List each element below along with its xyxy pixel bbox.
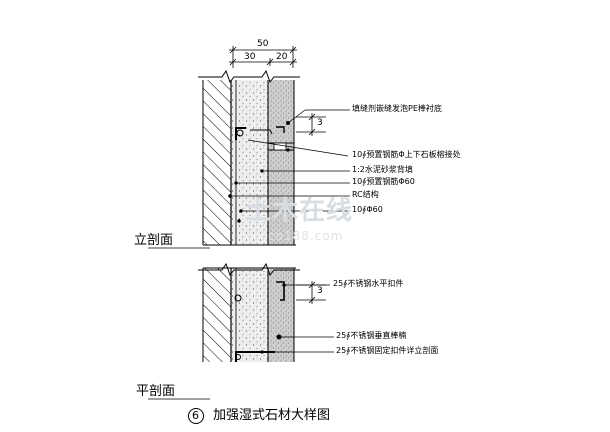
- annotation-vertical-rod: 25∮不锈钢垂直棒楠: [336, 331, 407, 340]
- annotation-horizontal-clip: 25∮不锈钢水平扣件: [333, 279, 404, 288]
- gap-dimension-top: [296, 113, 326, 136]
- rc-structure: [203, 80, 231, 245]
- mortar-fill-plan: [231, 268, 268, 362]
- plan-section: [202, 267, 296, 362]
- annotation-mortar: 1:2水泥砂浆背填: [352, 165, 413, 174]
- drawing-title: 加强湿式石材大样图: [213, 408, 331, 423]
- watermark-text: 土木在线: [245, 196, 354, 226]
- annotation-rebar-2: 10∮Φ60: [352, 205, 383, 214]
- rc-structure-plan: [203, 268, 231, 362]
- elevation-section: [202, 80, 296, 246]
- dimension-gap-top: 3: [317, 118, 323, 128]
- section-label-elevation: 立剖面: [134, 233, 174, 248]
- annotation-rebar-joint: 10∮预置钢筋Φ上下石板榕接处: [352, 150, 461, 159]
- stone-panel: [268, 80, 294, 245]
- dimension-total: 50: [257, 39, 269, 49]
- dimension-gap-bottom: 3: [317, 286, 323, 296]
- section-label-plan: 平剖面: [136, 384, 176, 399]
- break-lines: [198, 69, 300, 277]
- leader-lines: [228, 109, 350, 354]
- mortar-fill: [231, 80, 268, 245]
- annotation-rc: RC结构: [352, 190, 379, 199]
- dimension-right: 20: [276, 52, 288, 62]
- title-number: 6: [192, 409, 199, 422]
- dimension-left: 30: [244, 52, 256, 62]
- stone-panel-plan: [268, 268, 294, 362]
- annotation-fixing-clip: 25∮不锈钢固定扣件详立剖面: [336, 346, 439, 355]
- watermark-url: co188.com: [268, 229, 344, 243]
- title-number-circle: [188, 408, 204, 424]
- annotation-rebar: 10∮预置钢筋Φ60: [352, 177, 415, 186]
- top-dimension: [229, 46, 297, 68]
- annotation-sealant: 填缝剂嵌缝发泡PE棒衬底: [352, 104, 442, 113]
